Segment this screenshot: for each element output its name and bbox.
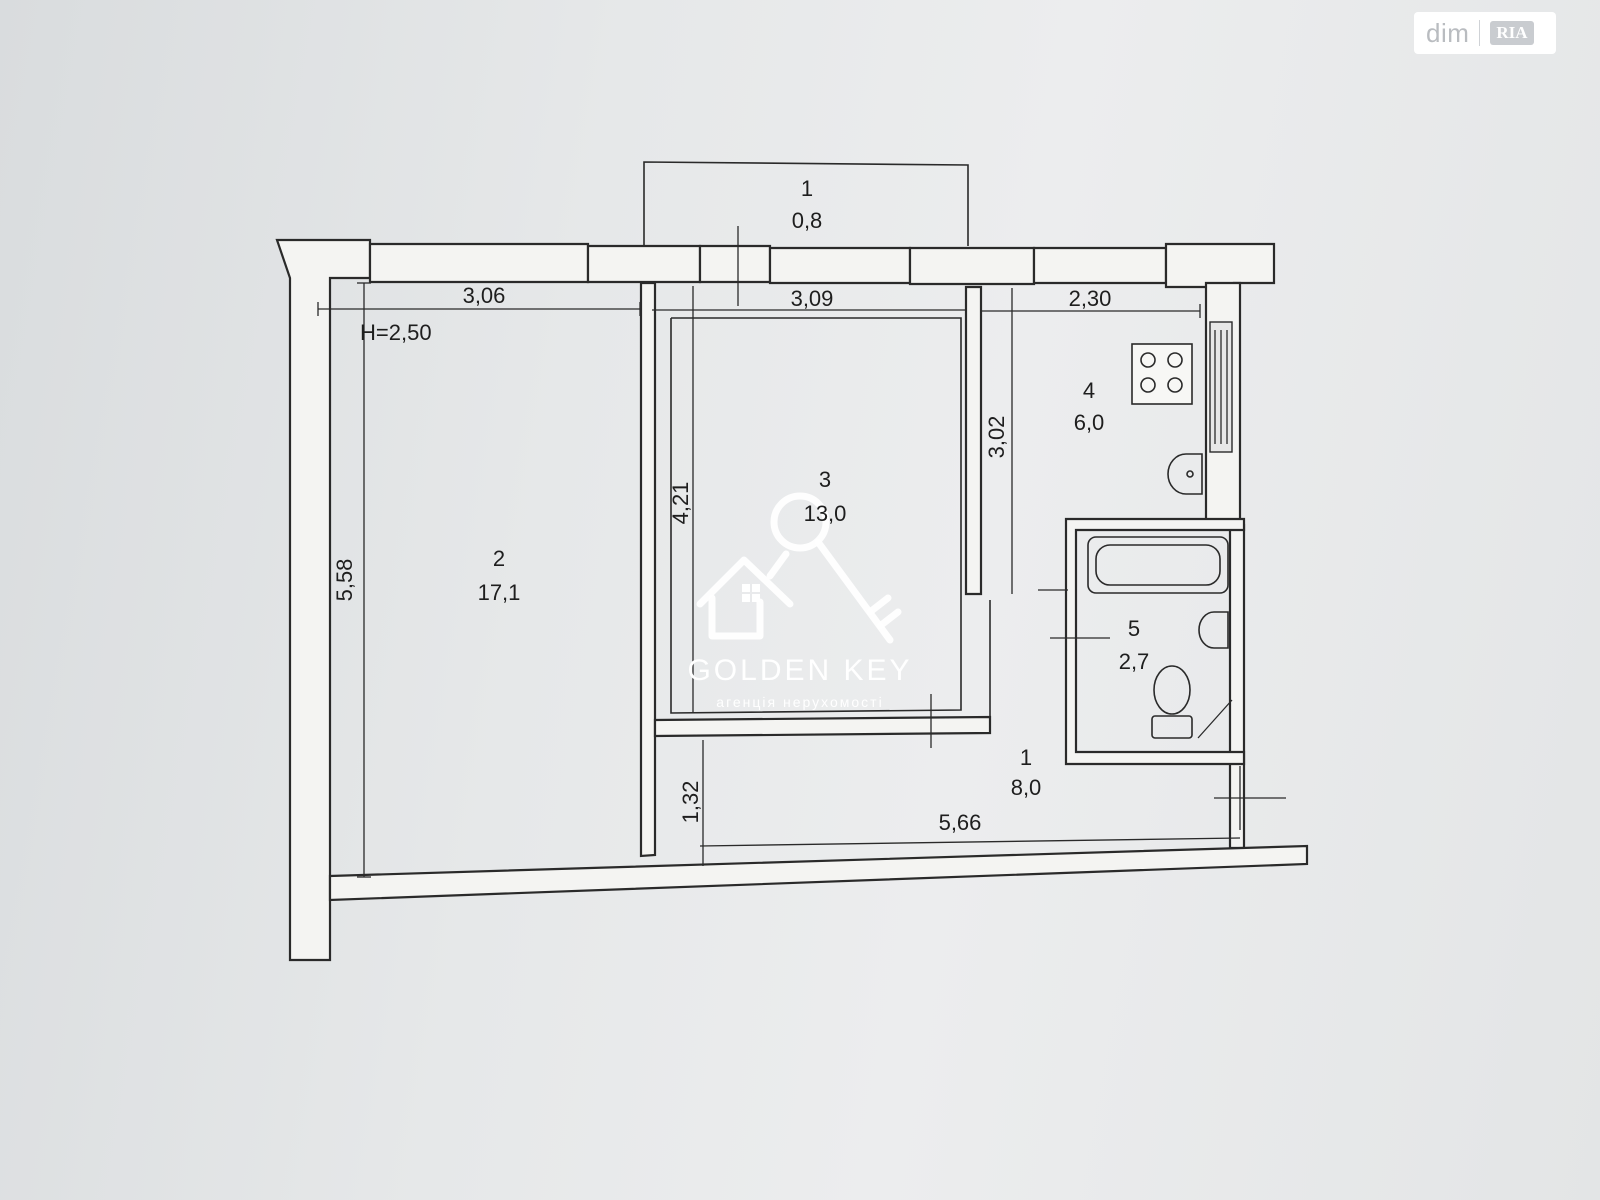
dim-hall-length: 5,66: [939, 810, 982, 835]
room-3-area: 13,0: [804, 501, 847, 526]
watermark-tagline: агенція нерухомості: [716, 694, 884, 710]
dim-room2-length: 5,58: [332, 559, 357, 602]
room-5-number: 5: [1128, 616, 1140, 641]
room-3-number: 3: [819, 467, 831, 492]
washbasin-icon: [1198, 611, 1229, 649]
site-badge[interactable]: dim RIA: [1414, 12, 1556, 54]
room-2-area: 17,1: [478, 580, 521, 605]
room-4-number: 4: [1083, 378, 1095, 403]
dimension-labels: 3,06 3,09 2,30 5,66 5,58 4,21 3,02 1,32: [332, 283, 1111, 835]
room-3-outline: [670, 317, 991, 717]
hall-area: 8,0: [1011, 775, 1042, 800]
watermark-brand: GOLDEN KEY: [687, 654, 913, 687]
room-labels: 1 0,8 2 17,1 3 13,0 4 6,0 5 2,7 1 8,0 H=…: [360, 176, 1149, 800]
room-4-area: 6,0: [1074, 410, 1105, 435]
badge-divider: [1479, 20, 1481, 46]
stove-icon: [1131, 343, 1193, 405]
dim-room3-width: 3,09: [791, 286, 834, 311]
room-1-area: 0,8: [792, 208, 823, 233]
dimension-lines: [317, 282, 1241, 878]
bathtub-icon: [1087, 536, 1229, 594]
room-1-number: 1: [801, 176, 813, 201]
dim-room3-length: 4,21: [668, 482, 693, 525]
ria-logo-icon: RIA: [1490, 21, 1534, 45]
room-2-number: 2: [493, 546, 505, 571]
toilet-icon: [1151, 665, 1233, 739]
hall-number: 1: [1020, 745, 1032, 770]
kitchen-sink-icon: [1167, 453, 1203, 495]
site-badge-text: dim: [1426, 17, 1470, 48]
dim-room2-width: 3,06: [463, 283, 506, 308]
room-5-area: 2,7: [1119, 649, 1150, 674]
watermark-logo: [696, 492, 902, 644]
walls: [275, 238, 1309, 962]
dim-room4-length: 3,02: [984, 416, 1009, 459]
balcony: [643, 161, 969, 246]
dim-room4-width: 2,30: [1069, 286, 1112, 311]
dim-hall-width: 1,32: [678, 781, 703, 824]
radiator-icon: [1209, 321, 1233, 453]
door-marks: [737, 226, 1286, 830]
ceiling-height: H=2,50: [360, 320, 432, 345]
